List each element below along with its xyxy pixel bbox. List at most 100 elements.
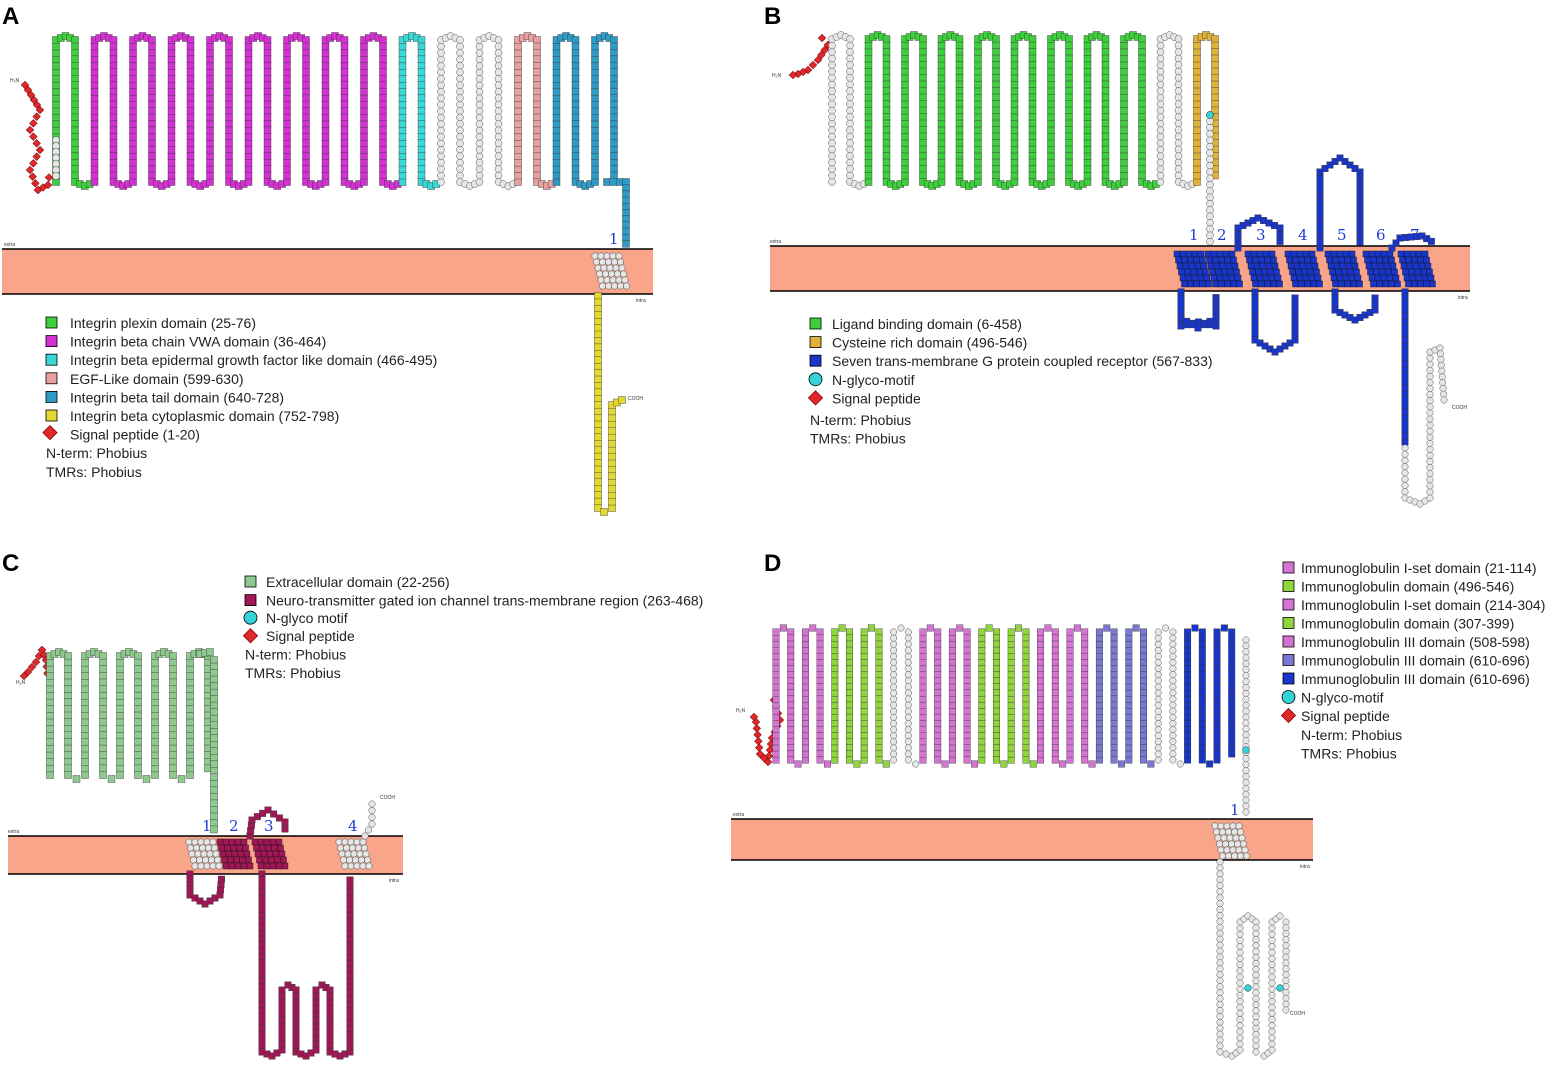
- residue: [90, 178, 99, 186]
- residue: [44, 173, 54, 182]
- residue: [934, 744, 942, 752]
- residue: [1401, 469, 1409, 477]
- residue: [1228, 250, 1236, 258]
- residue: [1356, 280, 1363, 288]
- residue: [622, 221, 630, 229]
- residue: [846, 646, 853, 654]
- residue: [904, 671, 912, 679]
- residue: [1125, 701, 1133, 709]
- residue: [281, 862, 289, 870]
- residue: [1235, 822, 1243, 830]
- residue: [1156, 87, 1165, 95]
- residue: [1236, 979, 1244, 987]
- residue: [846, 738, 853, 746]
- residue: [1154, 719, 1162, 727]
- residue: [360, 100, 368, 109]
- residue: [1210, 274, 1218, 282]
- residue: [1198, 738, 1206, 746]
- residue: [1287, 262, 1295, 270]
- residue: [292, 1005, 300, 1013]
- residue: [1211, 35, 1219, 43]
- residue: [594, 485, 602, 493]
- residue: [571, 55, 580, 64]
- residue: [1047, 152, 1055, 160]
- residue: [1236, 1003, 1244, 1011]
- residue: [1230, 280, 1237, 288]
- residue: [244, 146, 253, 154]
- residue: [963, 652, 971, 660]
- residue: [1228, 640, 1236, 648]
- residue: [552, 146, 561, 154]
- residue: [552, 158, 561, 167]
- residue: [1242, 790, 1250, 798]
- residue: [1028, 165, 1037, 173]
- residue: [594, 395, 602, 403]
- residue: [1282, 947, 1290, 955]
- residue: [1125, 732, 1133, 740]
- residue: [1162, 624, 1170, 632]
- residue: [926, 624, 934, 632]
- residue: [937, 119, 946, 128]
- residue: [901, 93, 909, 102]
- residue: [379, 133, 387, 141]
- residue: [263, 107, 272, 115]
- residue: [437, 171, 445, 180]
- residue: [225, 850, 233, 858]
- residue: [1308, 250, 1316, 258]
- residue: [1083, 106, 1092, 115]
- residue: [346, 941, 354, 949]
- legend-swatch: [244, 575, 257, 588]
- residue: [552, 68, 561, 76]
- residue: [1065, 158, 1073, 167]
- residue: [1066, 713, 1074, 721]
- residue: [167, 55, 176, 64]
- residue: [350, 850, 358, 858]
- residue: [346, 876, 354, 884]
- residue: [81, 685, 89, 693]
- residue: [610, 55, 618, 64]
- residue: [129, 100, 137, 109]
- residue: [937, 145, 946, 154]
- residue: [1236, 973, 1244, 981]
- residue: [1436, 344, 1444, 352]
- residue: [494, 158, 503, 167]
- residue: [1193, 132, 1201, 141]
- residue: [1095, 701, 1103, 709]
- residue: [1211, 61, 1219, 69]
- residue: [1194, 324, 1202, 332]
- residue: [129, 107, 137, 115]
- residue: [1376, 256, 1383, 264]
- residue: [437, 100, 445, 109]
- residue: [1388, 256, 1395, 264]
- residue: [206, 62, 214, 70]
- residue: [1206, 237, 1214, 246]
- residue: [801, 677, 809, 685]
- residue: [1356, 221, 1364, 229]
- residue: [1022, 726, 1030, 733]
- residue: [1423, 280, 1430, 288]
- residue: [846, 750, 853, 758]
- residue: [1282, 965, 1290, 973]
- residue: [801, 683, 809, 691]
- residue: [1268, 930, 1276, 938]
- residue: [993, 634, 1000, 642]
- residue: [1110, 659, 1118, 666]
- residue: [148, 81, 156, 89]
- residue: [71, 68, 79, 76]
- residue: [1282, 959, 1290, 967]
- residue: [846, 640, 853, 648]
- residue: [1242, 761, 1250, 769]
- residue: [90, 100, 99, 109]
- residue: [978, 628, 986, 636]
- residue: [1234, 244, 1242, 252]
- residue: [608, 452, 616, 461]
- residue: [1368, 250, 1376, 258]
- residue: [1213, 701, 1221, 709]
- residue: [283, 120, 291, 128]
- residue: [340, 165, 349, 173]
- residue: [955, 93, 964, 102]
- residue: [1198, 744, 1206, 752]
- residue: [1302, 274, 1310, 282]
- residue: [1271, 262, 1279, 270]
- residue: [993, 719, 1000, 727]
